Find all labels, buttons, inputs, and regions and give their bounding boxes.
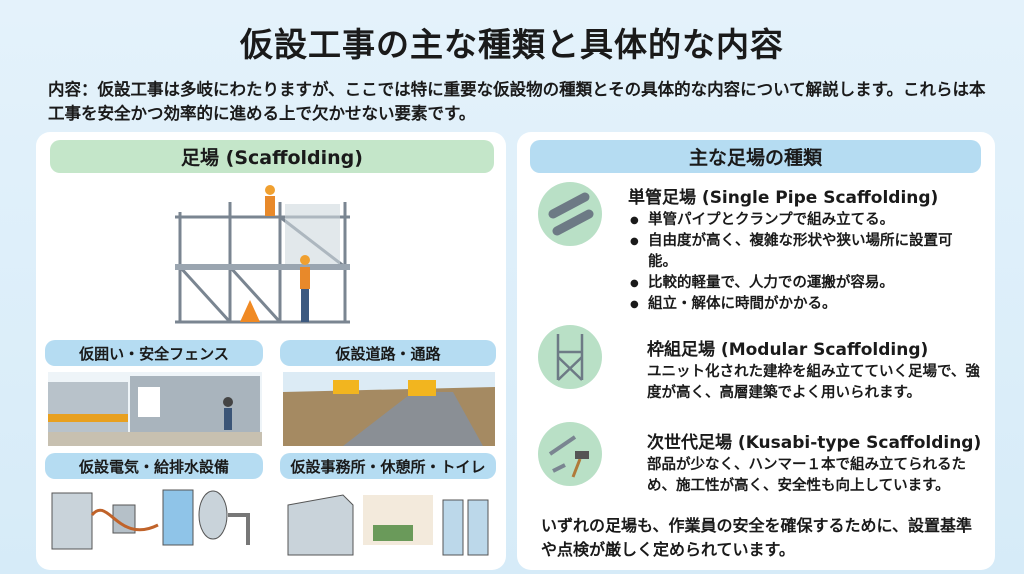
card-header-road: 仮設道路・通路 — [280, 340, 496, 366]
card-header-utilities: 仮設電気・給排水設備 — [45, 453, 263, 479]
office-illustration — [287, 494, 489, 556]
scaffolding-header: 足場 (Scaffolding) — [50, 140, 494, 173]
bullet: 組立・解体に時間がかかる。 — [630, 294, 970, 315]
single-pipe-bullets: 単管パイプとクランプで組み立てる。 自由度が高く、複雑な形状や狭い場所に設置可能… — [630, 210, 970, 315]
bullet: 自由度が高く、複雑な形状や狭い場所に設置可能。 — [630, 231, 970, 273]
scaffolding-illustration — [175, 185, 350, 324]
card-header-office: 仮設事務所・休憩所・トイレ — [280, 453, 496, 479]
page-title: 仮設工事の主な種類と具体的な内容 — [240, 25, 784, 64]
pipe-scaffold-icon — [538, 182, 602, 246]
road-illustration — [283, 372, 495, 446]
type-title-single-pipe: 単管足場 (Single Pipe Scaffolding) — [628, 188, 939, 208]
intro-text: 内容：仮設工事は多岐にわたりますが、ここでは特に重要な仮設物の種類とその具体的な… — [48, 80, 986, 123]
kusabi-description: 部品が少なく、ハンマー１本で組み立てられるため、施工性が高く、安全性も向上してい… — [647, 457, 966, 494]
bullet: 比較的軽量で、人力での運搬が容易。 — [630, 273, 970, 294]
bullet: 単管パイプとクランプで組み立てる。 — [630, 210, 970, 231]
scaffolding-types-header: 主な足場の種類 — [530, 140, 981, 173]
modular-description: ユニット化された建枠を組み立てていく足場で、強度が高く、高層建築でよく用いられま… — [647, 364, 980, 401]
modular-scaffold-icon — [538, 325, 602, 389]
fence-illustration — [48, 372, 262, 446]
card-header-fence: 仮囲い・安全フェンス — [45, 340, 263, 366]
utilities-illustration — [51, 489, 250, 550]
kusabi-scaffold-icon — [538, 422, 602, 486]
scaffolding-footer-note: いずれの足場も、作業員の安全を確保するために、設置基準や点検が厳しく定められてい… — [541, 516, 973, 559]
type-title-modular: 枠組足場 (Modular Scaffolding) — [647, 340, 929, 360]
type-title-kusabi: 次世代足場 (Kusabi-type Scaffolding) — [647, 433, 982, 453]
